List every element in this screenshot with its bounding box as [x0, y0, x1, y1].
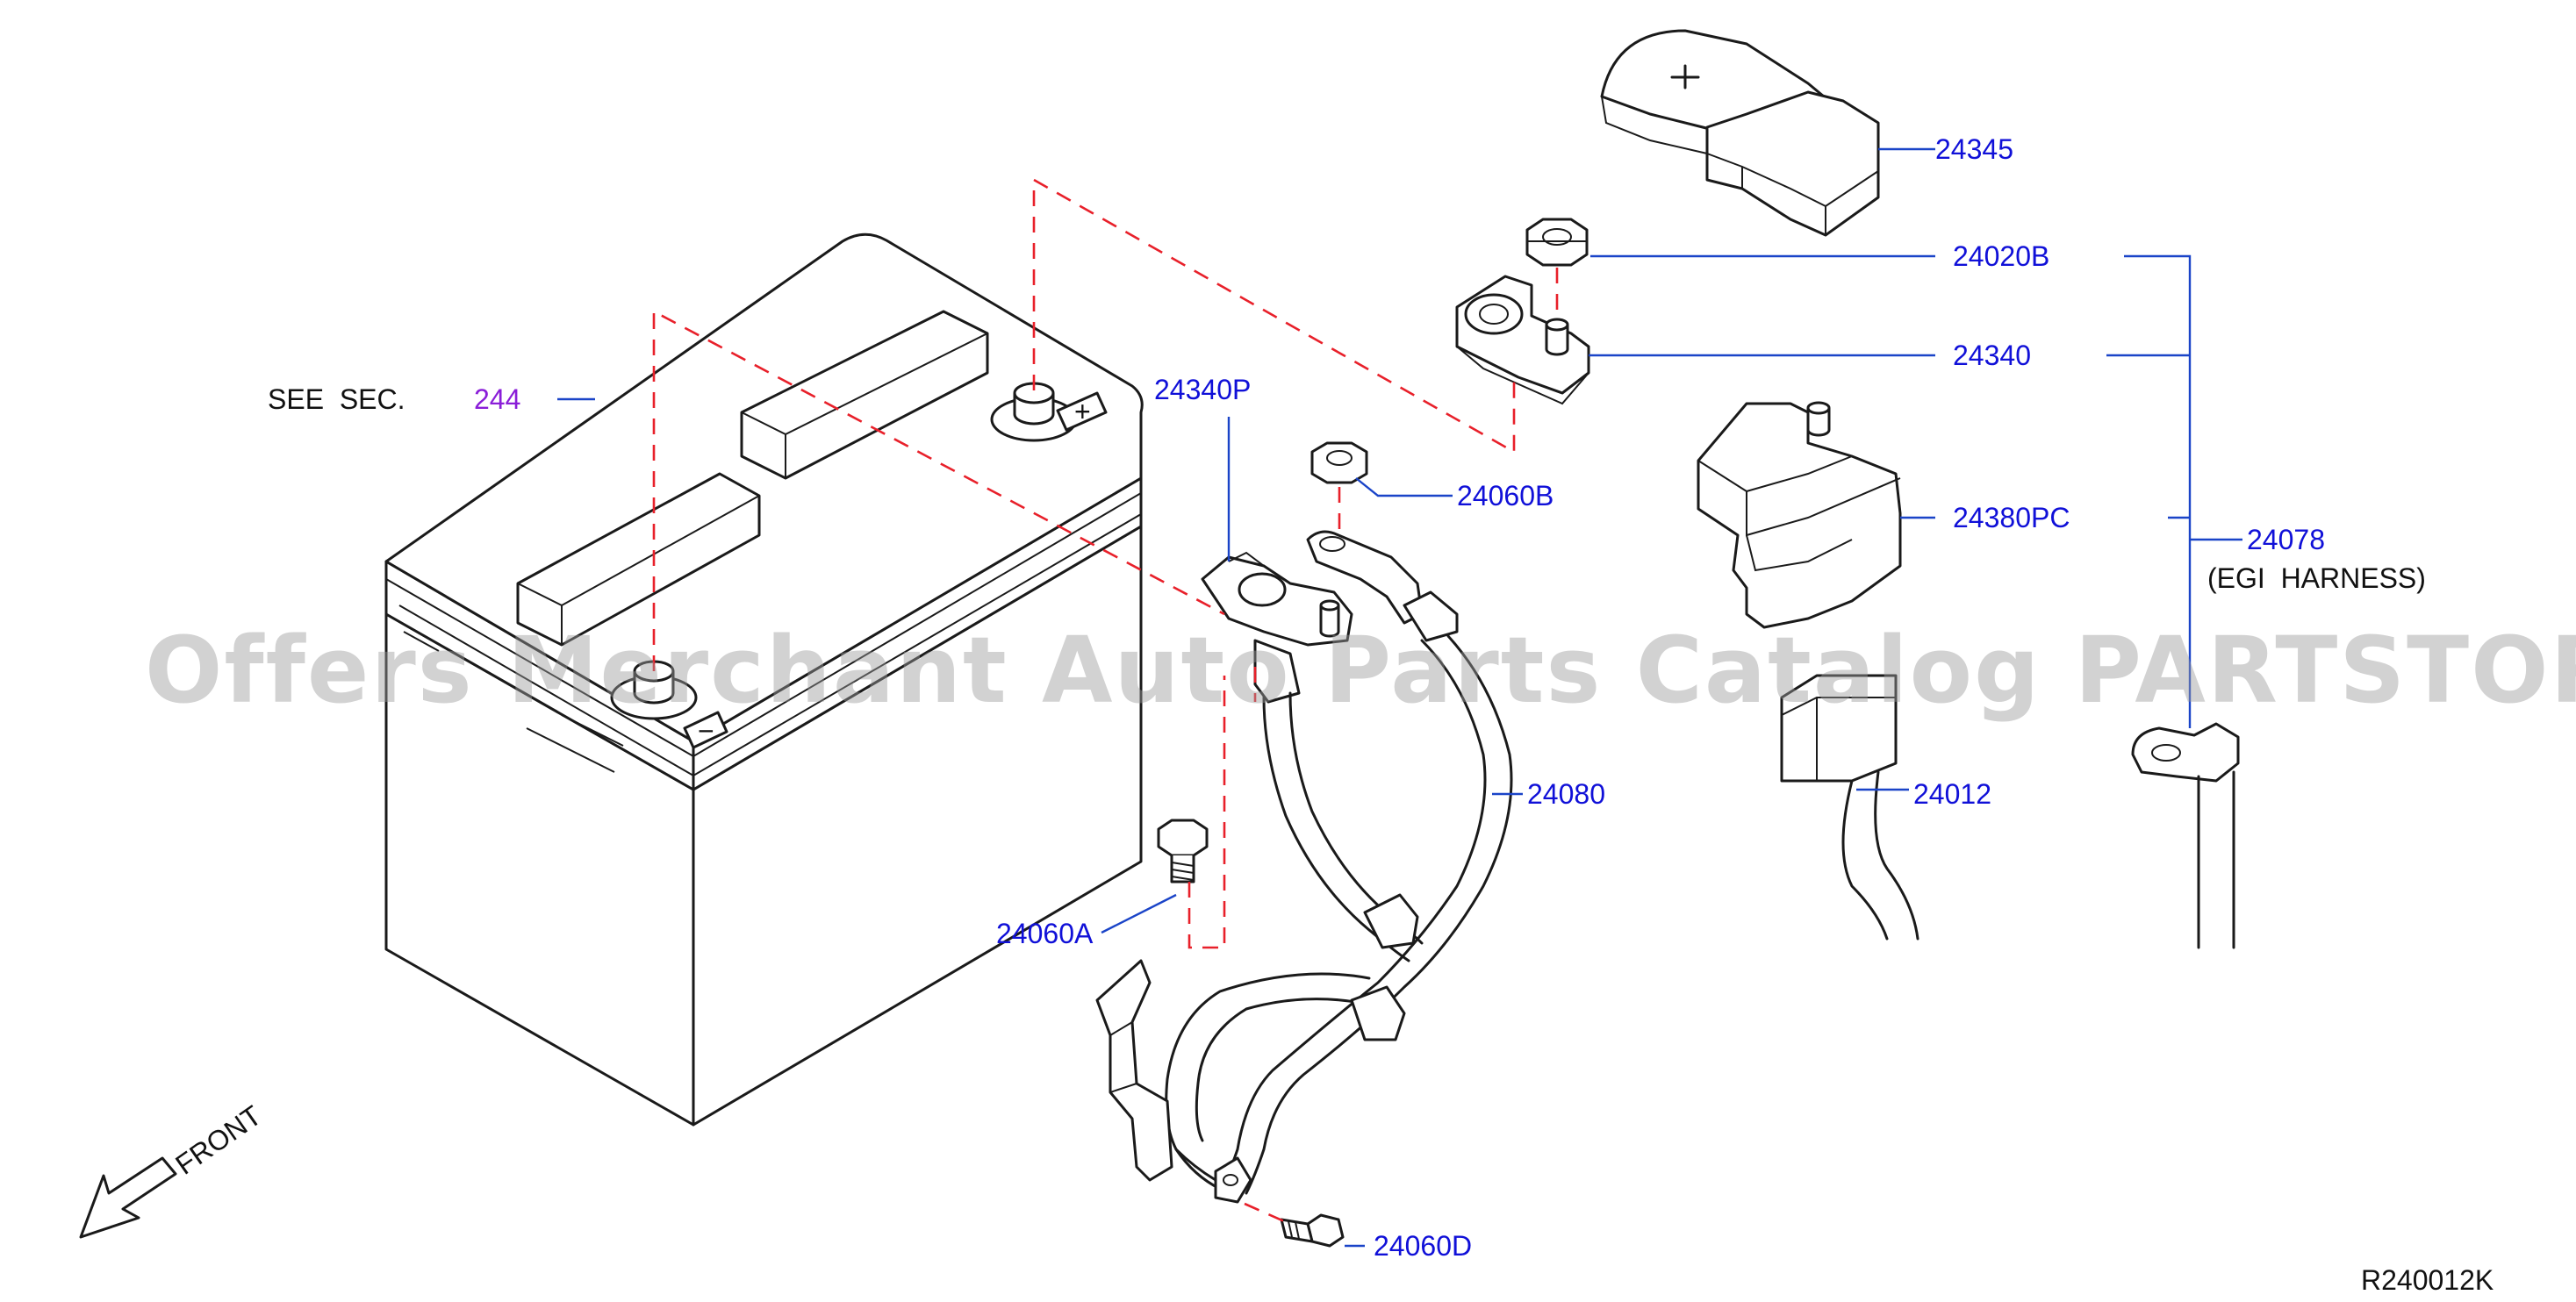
label-24078[interactable]: 24078	[2247, 524, 2325, 555]
nut-24060B[interactable]	[1310, 441, 1368, 484]
positive-terminal-24340[interactable]	[1455, 275, 1590, 405]
battery-negative-mark: −	[698, 715, 714, 747]
watermark: Offers Merchant Auto Parts Catalog PARTS…	[145, 617, 2576, 724]
battery-positive-mark: +	[1074, 396, 1091, 427]
see-sec-ref-244[interactable]: 244	[474, 383, 520, 415]
connector-24012[interactable]	[1780, 674, 1919, 941]
label-24060D[interactable]: 24060D	[1374, 1230, 1472, 1262]
nut-24020B[interactable]	[1525, 218, 1589, 267]
front-arrow-icon	[79, 1156, 177, 1239]
fusible-link-24380PC[interactable]	[1697, 401, 1902, 629]
label-24340[interactable]: 24340	[1953, 340, 2031, 371]
battery[interactable]: + −	[384, 232, 1144, 1127]
label-24060B[interactable]: 24060B	[1457, 480, 1553, 512]
terminal-cover-24345[interactable]	[1600, 29, 1880, 237]
label-24020B[interactable]: 24020B	[1953, 240, 2049, 272]
see-sec-text: SEE SEC.	[268, 383, 405, 415]
front-label: FRONT	[169, 1099, 267, 1181]
label-24340P[interactable]: 24340P	[1154, 374, 1251, 405]
label-24060A[interactable]: 24060A	[996, 918, 1094, 949]
leader-lines	[557, 147, 2242, 1248]
bolt-24060D[interactable]	[1280, 1213, 1345, 1248]
dashed-assembly-guides	[652, 177, 1516, 949]
label-24345[interactable]: 24345	[1935, 133, 2013, 165]
label-24080[interactable]: 24080	[1527, 778, 1605, 810]
egi-harness-24078[interactable]	[2131, 722, 2240, 949]
label-24078-note: (EGI HARNESS)	[2207, 562, 2426, 594]
battery-positive-post	[990, 382, 1078, 442]
label-24380PC[interactable]: 24380PC	[1953, 502, 2070, 533]
cable-24080[interactable]	[1095, 530, 1513, 1204]
negative-terminal-24340P[interactable]	[1201, 551, 1353, 647]
label-24012[interactable]: 24012	[1913, 778, 1991, 810]
bolt-24060A[interactable]	[1157, 819, 1209, 884]
diagram-code: R240012K	[2361, 1264, 2493, 1296]
